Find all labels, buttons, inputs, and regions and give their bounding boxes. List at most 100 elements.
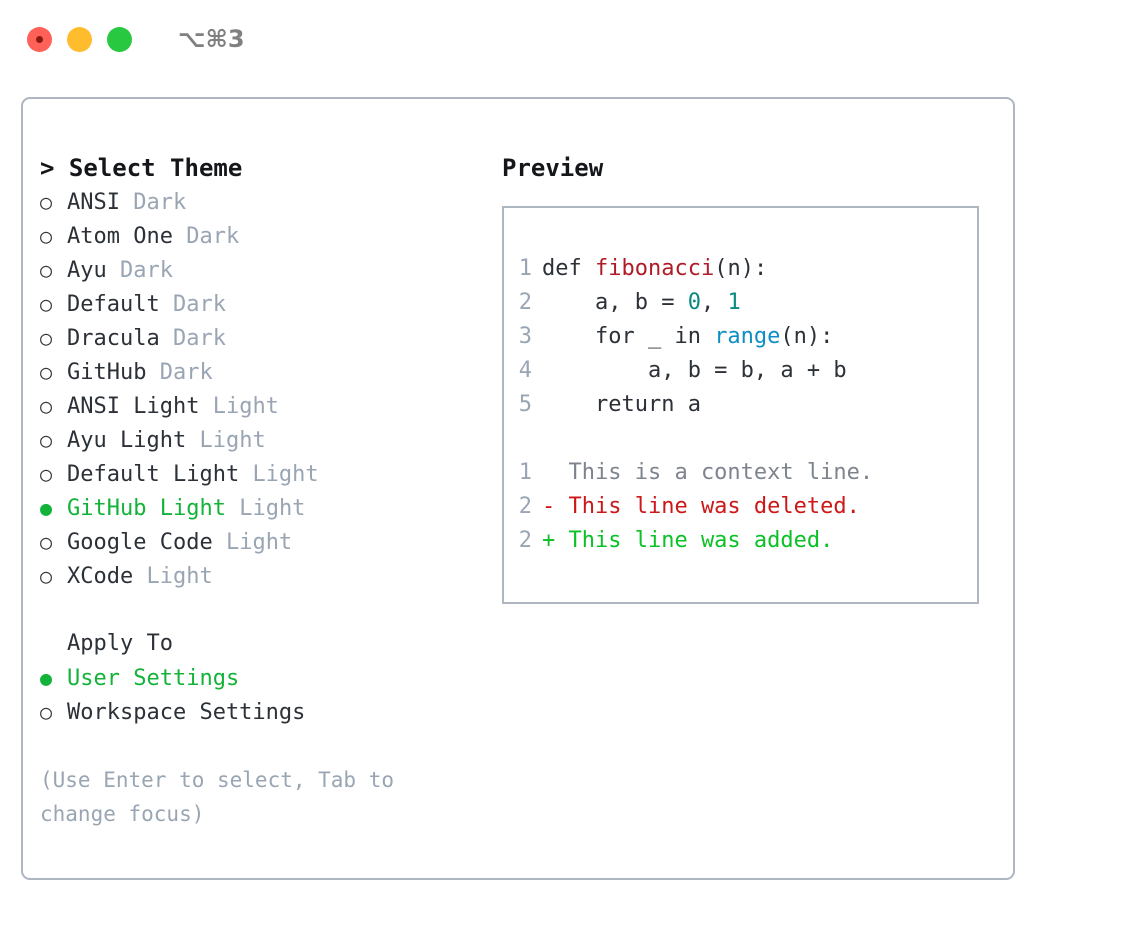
- theme-option-variant-tag: Dark: [133, 190, 187, 215]
- apply-to-option[interactable]: ● User Settings: [40, 661, 480, 695]
- radio-unselected-icon: ○: [40, 564, 53, 588]
- code-line: 4 a, b = b, a + b: [504, 354, 977, 388]
- code-token: ,: [700, 290, 728, 315]
- theme-option-variant-tag: Light: [239, 496, 306, 521]
- line-number: 5: [518, 392, 532, 417]
- theme-option-variant-tag: Dark: [120, 258, 173, 283]
- line-number: 2: [518, 494, 532, 519]
- apply-to-heading: Apply To: [67, 631, 173, 656]
- code-line: 2 a, b = 0, 1: [504, 286, 977, 320]
- radio-unselected-icon: ○: [40, 700, 53, 724]
- theme-option-label: GitHub: [67, 360, 147, 385]
- minimize-button[interactable]: [67, 26, 92, 52]
- code-token: return a: [542, 392, 701, 417]
- theme-option[interactable]: ○ Atom One Dark: [40, 219, 480, 253]
- code-text: for _ in range(n):: [542, 320, 833, 354]
- title-bar: ⌥⌘3: [0, 0, 1140, 78]
- theme-option-variant-tag: Dark: [159, 360, 213, 385]
- theme-option-label: XCode: [67, 564, 134, 589]
- diff-line: 2 - This line was deleted.: [504, 490, 977, 524]
- radio-unselected-icon: ○: [40, 224, 53, 248]
- radio-unselected-icon: ○: [40, 394, 53, 418]
- code-token: a, b =: [542, 290, 688, 315]
- list-spacer: [40, 593, 480, 627]
- theme-option-label: Ayu: [67, 258, 107, 283]
- theme-option-label: Atom One: [67, 224, 173, 249]
- radio-selected-icon: ●: [40, 666, 53, 690]
- code-token: (n):: [714, 256, 768, 281]
- theme-option-label: Default Light: [67, 462, 240, 487]
- diff-sample: 1 This is a context line. 2 - This line wa…: [504, 456, 977, 558]
- theme-option-variant-tag: Light: [252, 462, 319, 487]
- radio-unselected-icon: ○: [40, 326, 53, 350]
- help-text: (Use Enter to select, Tab to change focu…: [40, 768, 407, 826]
- radio-unselected-icon: ○: [40, 258, 53, 282]
- theme-option-variant-tag: Dark: [172, 326, 226, 351]
- theme-option[interactable]: ○ Ayu Light Light: [40, 423, 480, 457]
- theme-option-label: ANSI Light: [67, 394, 200, 419]
- code-token: a, b = b, a + b: [542, 358, 847, 383]
- theme-option-variant-tag: Dark: [186, 224, 240, 249]
- code-token: range: [714, 324, 781, 349]
- theme-option-label: GitHub Light: [67, 496, 226, 521]
- maximize-button[interactable]: [107, 26, 132, 52]
- theme-option[interactable]: ○ ANSI Light Light: [40, 389, 480, 423]
- code-token: 1: [727, 290, 741, 315]
- code-text: a, b = b, a + b: [542, 354, 847, 388]
- radio-unselected-icon: ○: [40, 428, 53, 452]
- apply-to-option-label: User Settings: [67, 666, 240, 691]
- diff-line: 2 + This line was added.: [504, 524, 977, 558]
- theme-option-label: Google Code: [67, 530, 213, 555]
- code-token: def: [542, 256, 595, 281]
- theme-picker-title: > Select Theme: [40, 154, 243, 182]
- code-token: fibonacci: [594, 256, 715, 281]
- code-line: 5 return a: [504, 388, 977, 422]
- line-number: 2: [518, 528, 532, 553]
- radio-unselected-icon: ○: [40, 462, 53, 486]
- apply-to-option[interactable]: ○ Workspace Settings: [40, 695, 480, 729]
- code-text: a, b = 0, 1: [542, 286, 741, 320]
- theme-option-variant-tag: Light: [212, 394, 279, 419]
- theme-option[interactable]: ○ ANSI Dark: [40, 185, 480, 219]
- line-number: 1: [518, 460, 532, 485]
- code-text: def fibonacci(n):: [542, 252, 767, 286]
- theme-option-label: Default: [67, 292, 160, 317]
- code-diff-gap: [504, 422, 977, 456]
- radio-unselected-icon: ○: [40, 292, 53, 316]
- theme-option[interactable]: ○ Dracula Dark: [40, 321, 480, 355]
- code-line: 3 for _ in range(n):: [504, 320, 977, 354]
- diff-text: - This line was deleted.: [542, 494, 860, 519]
- theme-option-label: Ayu Light: [67, 428, 187, 453]
- radio-unselected-icon: ○: [40, 530, 53, 554]
- theme-option-label: Dracula: [67, 326, 160, 351]
- radio-unselected-icon: ○: [40, 190, 53, 214]
- theme-option-variant-tag: Dark: [172, 292, 226, 317]
- diff-text: This is a context line.: [542, 460, 874, 485]
- theme-option[interactable]: ○ Default Dark: [40, 287, 480, 321]
- apply-to-option-label: Workspace Settings: [67, 700, 306, 725]
- theme-option-variant-tag: Light: [199, 428, 266, 453]
- theme-option-variant-tag: Light: [225, 530, 293, 555]
- diff-line: 1 This is a context line.: [504, 456, 977, 490]
- theme-option[interactable]: ○ Ayu Dark: [40, 253, 480, 287]
- apply-to-list: ● User Settings ○ Workspace Settings: [40, 661, 480, 729]
- close-button[interactable]: [27, 26, 52, 52]
- keyboard-shortcut-label: ⌥⌘3: [178, 25, 245, 53]
- preview-title: Preview: [502, 154, 604, 182]
- theme-option-label: ANSI: [67, 190, 120, 215]
- diff-text: + This line was added.: [542, 528, 834, 553]
- line-number: 3: [518, 324, 532, 349]
- code-text: return a: [542, 388, 701, 422]
- theme-option[interactable]: ○ Default Light Light: [40, 457, 480, 491]
- theme-option[interactable]: ○ Google Code Light: [40, 525, 480, 559]
- code-token: 0: [687, 290, 701, 315]
- line-number: 1: [518, 256, 532, 281]
